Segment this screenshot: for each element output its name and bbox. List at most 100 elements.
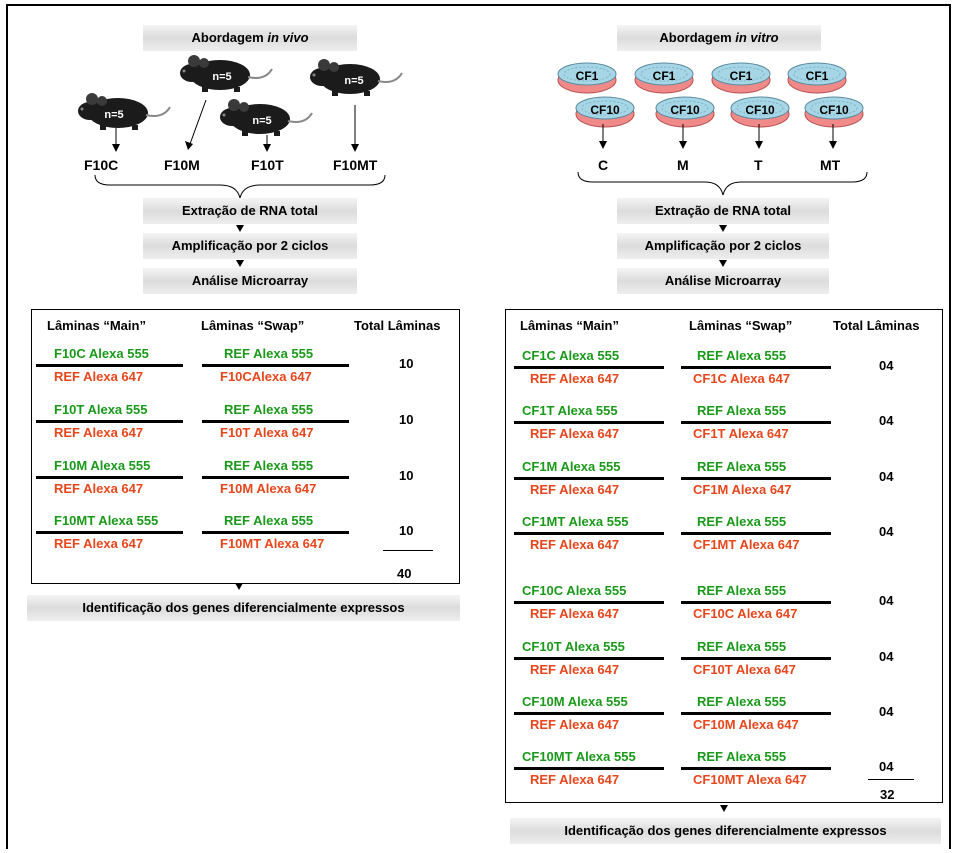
left-header-prefix: Abordagem bbox=[191, 30, 268, 45]
swap-green-label: REF Alexa 555 bbox=[697, 459, 787, 474]
main-green-label: CF1MT Alexa 555 bbox=[522, 514, 629, 529]
swap-green-label: REF Alexa 555 bbox=[697, 403, 787, 418]
swap-divider bbox=[202, 420, 349, 423]
right-step-2: Amplificação por 2 ciclos bbox=[617, 233, 829, 259]
swap-red-label: CF1M Alexa 647 bbox=[693, 482, 792, 497]
main-divider bbox=[36, 476, 183, 479]
dish-bottom-label-3: CF10 bbox=[745, 103, 775, 117]
swap-divider bbox=[681, 657, 831, 660]
main-divider bbox=[514, 421, 664, 424]
swap-red-label: F10M Alexa 647 bbox=[220, 481, 317, 496]
swap-red-label: CF10C Alexa 647 bbox=[693, 606, 798, 621]
main-divider bbox=[514, 767, 664, 770]
main-divider bbox=[514, 601, 664, 604]
dish-top-label-3: CF1 bbox=[730, 69, 753, 83]
swap-divider bbox=[681, 366, 831, 369]
main-red-label: REF Alexa 647 bbox=[530, 717, 620, 732]
dish-top-label-1: CF1 bbox=[576, 69, 599, 83]
right-th-main: Lâminas “Main” bbox=[520, 318, 619, 333]
swap-green-label: REF Alexa 555 bbox=[224, 513, 314, 528]
main-green-label: CF10C Alexa 555 bbox=[522, 583, 627, 598]
main-red-label: REF Alexa 647 bbox=[530, 371, 620, 386]
dish-bottom-label-4: CF10 bbox=[819, 103, 849, 117]
right-group-1: C bbox=[598, 157, 609, 173]
row-total: 04 bbox=[879, 593, 894, 608]
right-step-arrow-1 bbox=[719, 225, 727, 232]
swap-green-label: REF Alexa 555 bbox=[224, 402, 314, 417]
left-sum: 40 bbox=[397, 566, 412, 581]
main-green-label: CF10M Alexa 555 bbox=[522, 694, 628, 709]
main-green-label: CF1C Alexa 555 bbox=[522, 348, 620, 363]
right-header-prefix: Abordagem bbox=[659, 30, 736, 45]
left-group-2: F10M bbox=[164, 157, 200, 173]
dish-bottom-label-1: CF10 bbox=[590, 103, 620, 117]
main-divider bbox=[514, 532, 664, 535]
left-step-arrow-1 bbox=[236, 225, 244, 232]
right-group-4: MT bbox=[820, 157, 841, 173]
left-group-1: F10C bbox=[84, 157, 119, 173]
main-red-label: REF Alexa 647 bbox=[530, 606, 620, 621]
main-red-label: REF Alexa 647 bbox=[530, 772, 620, 787]
row-total: 10 bbox=[399, 523, 414, 538]
dishes-illustration: CF1 CF1 CF1 CF1 CF10 CF10 CF10 CF10 bbox=[557, 62, 864, 149]
swap-divider bbox=[681, 532, 831, 535]
right-group-3: T bbox=[754, 157, 763, 173]
left-th-total: Total Lâminas bbox=[354, 318, 441, 333]
main-divider bbox=[514, 657, 664, 660]
swap-green-label: REF Alexa 555 bbox=[224, 458, 314, 473]
right-th-swap: Lâminas “Swap” bbox=[689, 318, 793, 333]
swap-red-label: CF1MT Alexa 647 bbox=[693, 537, 800, 552]
dish-top-label-2: CF1 bbox=[653, 69, 676, 83]
swap-green-label: REF Alexa 555 bbox=[697, 348, 787, 363]
row-total: 04 bbox=[879, 358, 894, 373]
left-result: Identificação dos genes diferencialmente… bbox=[27, 595, 460, 621]
swap-red-label: CF1C Alexa 647 bbox=[693, 371, 791, 386]
row-total: 04 bbox=[879, 704, 894, 719]
main-divider bbox=[514, 477, 664, 480]
left-header: Abordagem in vivo bbox=[143, 25, 357, 51]
main-green-label: F10T Alexa 555 bbox=[54, 402, 148, 417]
swap-divider bbox=[681, 767, 831, 770]
left-step-2: Amplificação por 2 ciclos bbox=[143, 233, 357, 259]
row-total: 10 bbox=[399, 412, 414, 427]
swap-red-label: F10MT Alexa 647 bbox=[220, 536, 325, 551]
right-th-total: Total Lâminas bbox=[833, 318, 920, 333]
row-total: 10 bbox=[399, 468, 414, 483]
right-result-arrow bbox=[720, 805, 728, 812]
main-red-label: REF Alexa 647 bbox=[530, 537, 620, 552]
row-total: 10 bbox=[399, 356, 414, 371]
right-step-arrow-2 bbox=[719, 260, 727, 267]
main-divider bbox=[36, 364, 183, 367]
swap-green-label: REF Alexa 555 bbox=[697, 639, 787, 654]
main-red-label: REF Alexa 647 bbox=[530, 482, 620, 497]
main-divider bbox=[36, 531, 183, 534]
main-red-label: REF Alexa 647 bbox=[54, 536, 144, 551]
swap-green-label: REF Alexa 555 bbox=[697, 583, 787, 598]
row-total: 04 bbox=[879, 469, 894, 484]
right-step-1: Extração de RNA total bbox=[617, 198, 829, 224]
left-th-swap: Lâminas “Swap” bbox=[201, 318, 305, 333]
swap-red-label: F10T Alexa 647 bbox=[220, 425, 314, 440]
swap-divider bbox=[202, 531, 349, 534]
right-result: Identificação dos genes diferencialmente… bbox=[510, 818, 941, 844]
swap-green-label: REF Alexa 555 bbox=[224, 346, 314, 361]
right-group-2: M bbox=[677, 157, 689, 173]
main-divider bbox=[36, 420, 183, 423]
main-red-label: REF Alexa 647 bbox=[530, 662, 620, 677]
main-divider bbox=[514, 366, 664, 369]
swap-red-label: CF10MT Alexa 647 bbox=[693, 772, 807, 787]
right-header-italic: in vitro bbox=[735, 30, 779, 45]
swap-red-label: CF10M Alexa 647 bbox=[693, 717, 799, 732]
mouse-label-2: n=5 bbox=[212, 71, 231, 83]
left-group-3: F10T bbox=[251, 157, 284, 173]
main-red-label: REF Alexa 647 bbox=[54, 481, 144, 496]
mouse-label-4: n=5 bbox=[344, 75, 363, 87]
main-green-label: CF1T Alexa 555 bbox=[522, 403, 618, 418]
right-slides-table bbox=[505, 309, 943, 803]
row-total: 04 bbox=[879, 759, 894, 774]
left-step-3: Análise Microarray bbox=[143, 268, 357, 294]
swap-red-label: CF10T Alexa 647 bbox=[693, 662, 796, 677]
right-header: Abordagem in vitro bbox=[617, 25, 821, 51]
main-red-label: REF Alexa 647 bbox=[530, 426, 620, 441]
left-result-arrow bbox=[235, 583, 243, 590]
